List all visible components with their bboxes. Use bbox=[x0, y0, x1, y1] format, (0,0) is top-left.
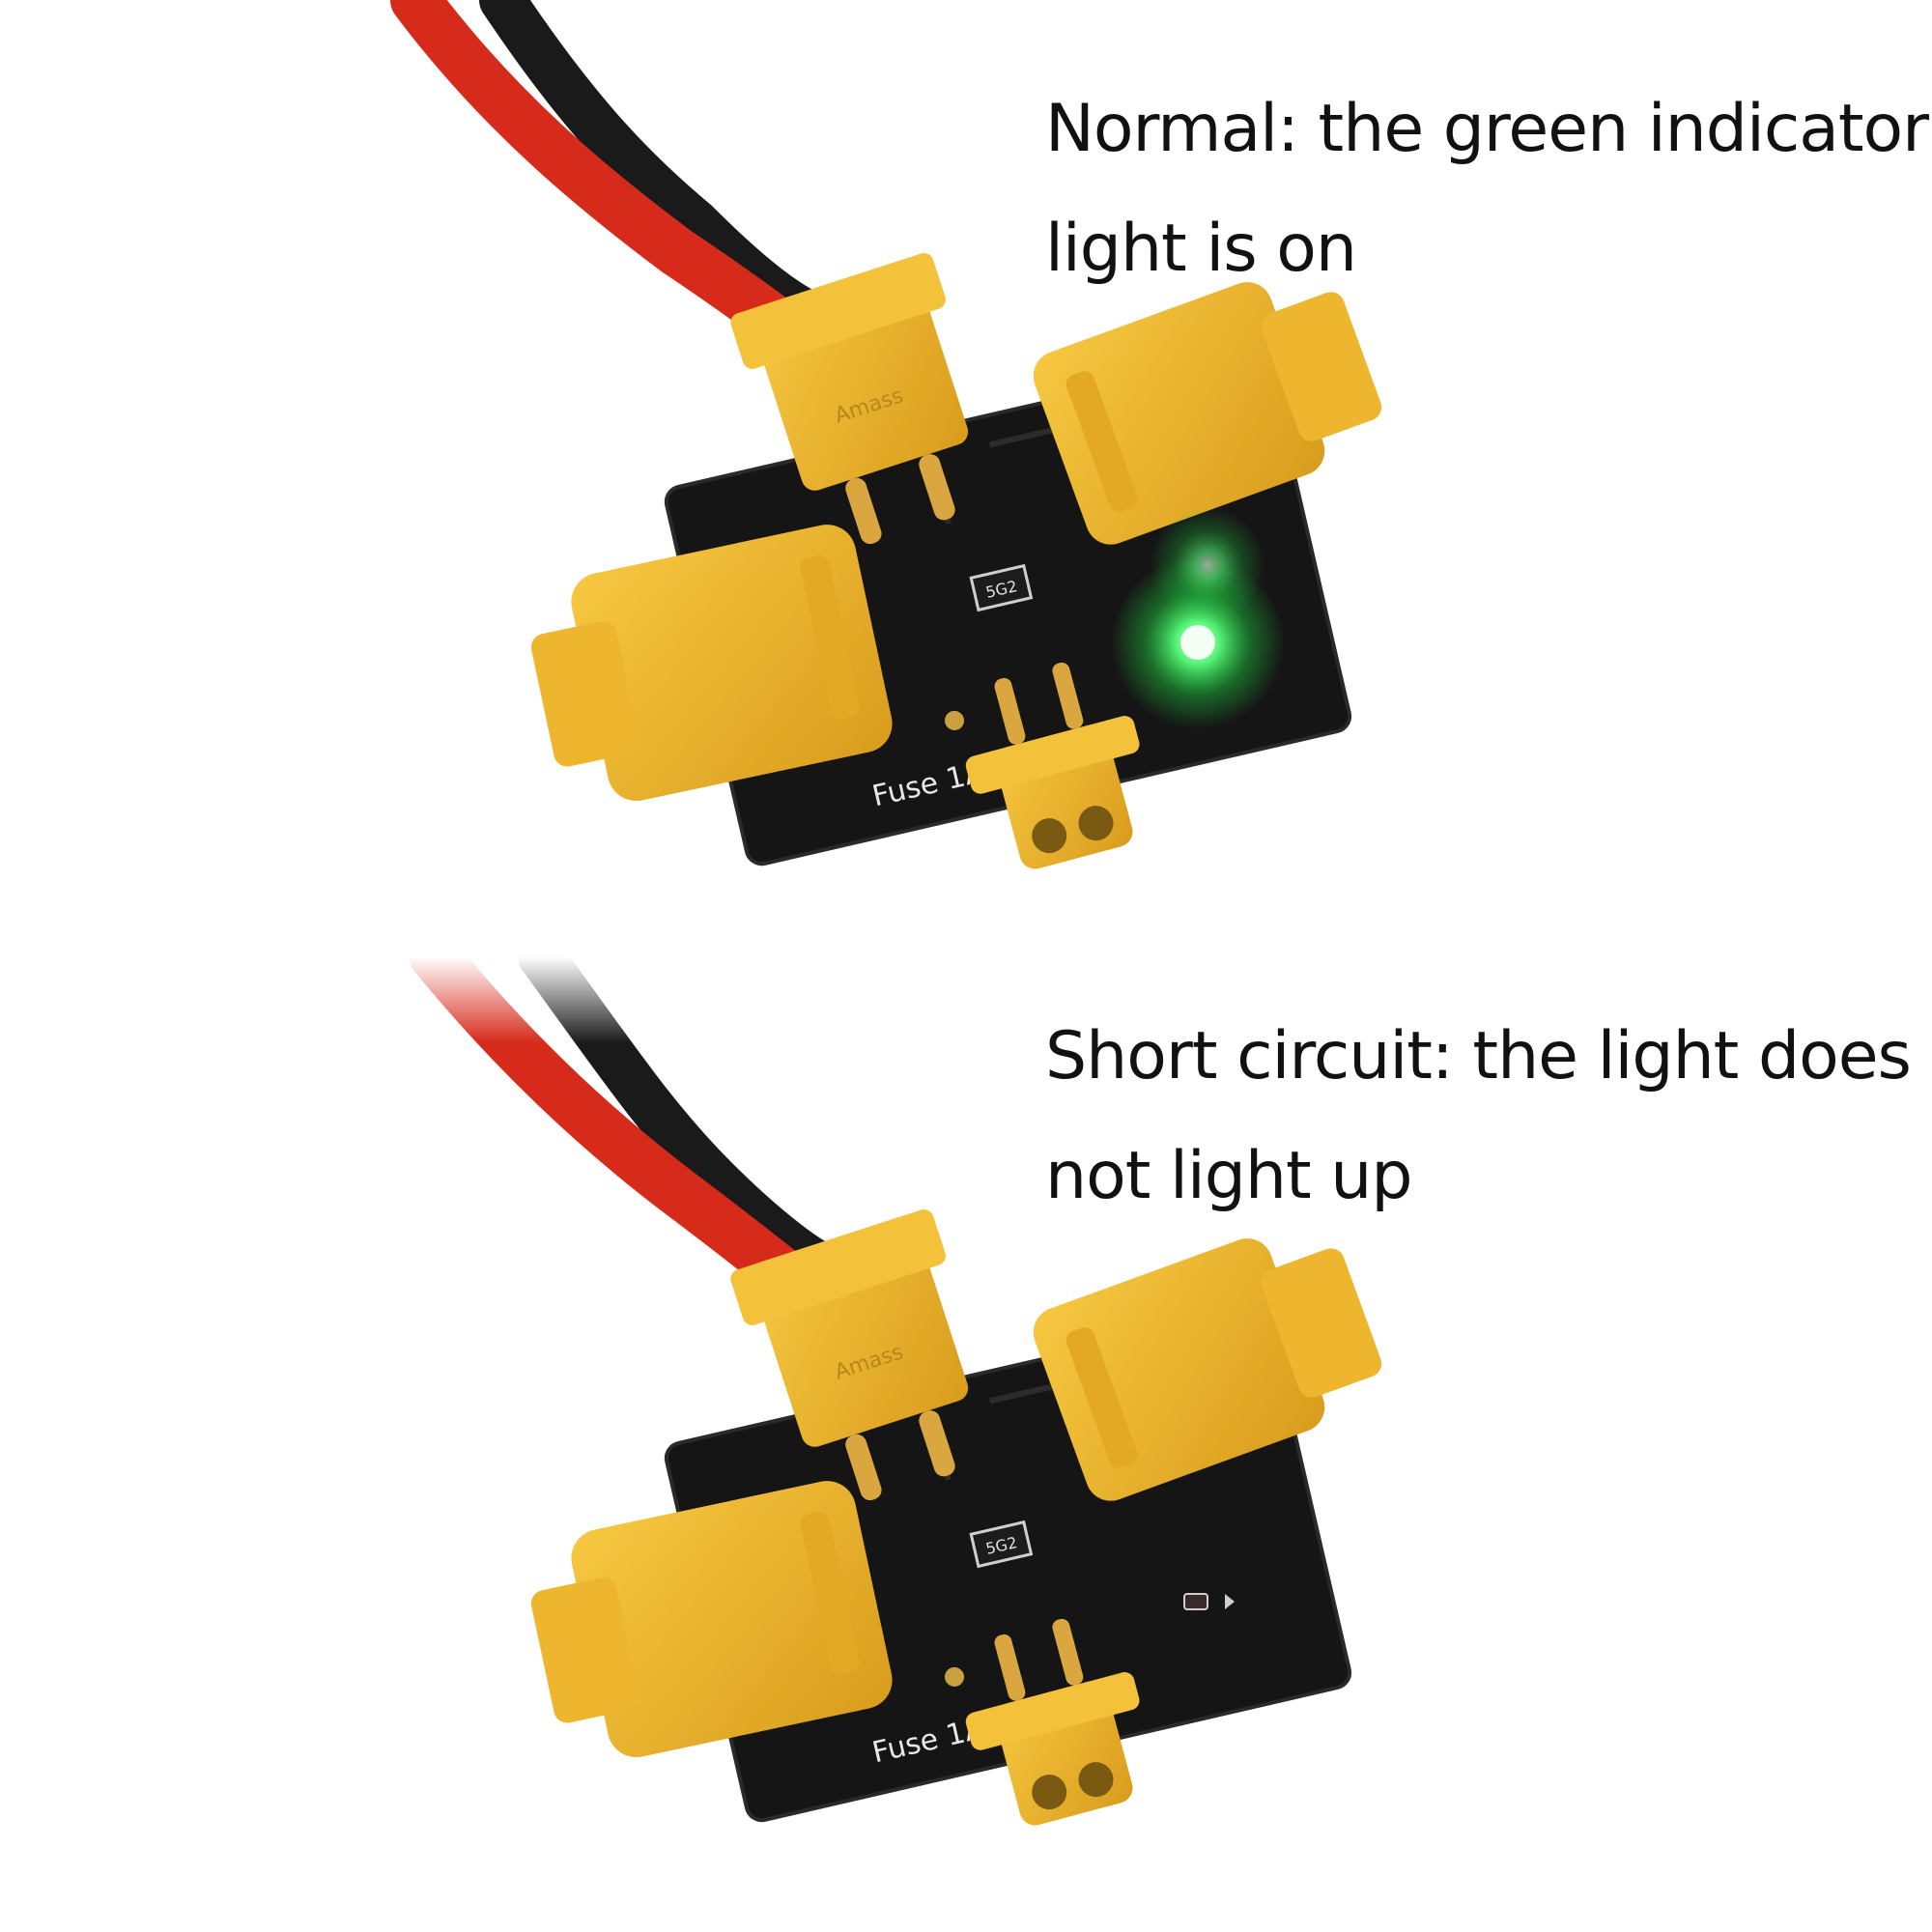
connector-bottom-xt30 bbox=[965, 662, 1140, 869]
connector-left-xt90 bbox=[530, 525, 893, 802]
fuse-board-photo-unlit: 5G2 Fuse 1A Amass bbox=[367, 956, 1382, 1826]
connector-right-xt90 bbox=[1033, 282, 1382, 545]
connector-top-xt60: Amass bbox=[730, 253, 969, 545]
panel-short-circuit: 5G2 Fuse 1A Amass bbox=[0, 956, 1932, 1922]
wires bbox=[367, 956, 844, 1305]
caption-normal: Normal: the green indicator light is on bbox=[1045, 91, 1929, 287]
panel-normal: 5G2 Fuse 1A Amass bbox=[390, 0, 1929, 869]
connector-right-xt90 bbox=[1033, 1238, 1382, 1501]
fuse-component bbox=[969, 563, 1034, 612]
caption-short-circuit: Short circuit: the light does not light … bbox=[1045, 1018, 1912, 1214]
fuse-component bbox=[969, 1520, 1034, 1569]
connector-bottom-xt30 bbox=[965, 1618, 1140, 1826]
fuse-board-photo-lit: 5G2 Fuse 1A Amass bbox=[390, 0, 1382, 869]
led-indicator-off bbox=[1183, 1593, 1235, 1610]
connector-left-xt90 bbox=[530, 1481, 893, 1758]
connector-top-xt60: Amass bbox=[730, 1209, 969, 1501]
led-indicator-on bbox=[1111, 507, 1285, 729]
wires bbox=[390, 0, 844, 358]
